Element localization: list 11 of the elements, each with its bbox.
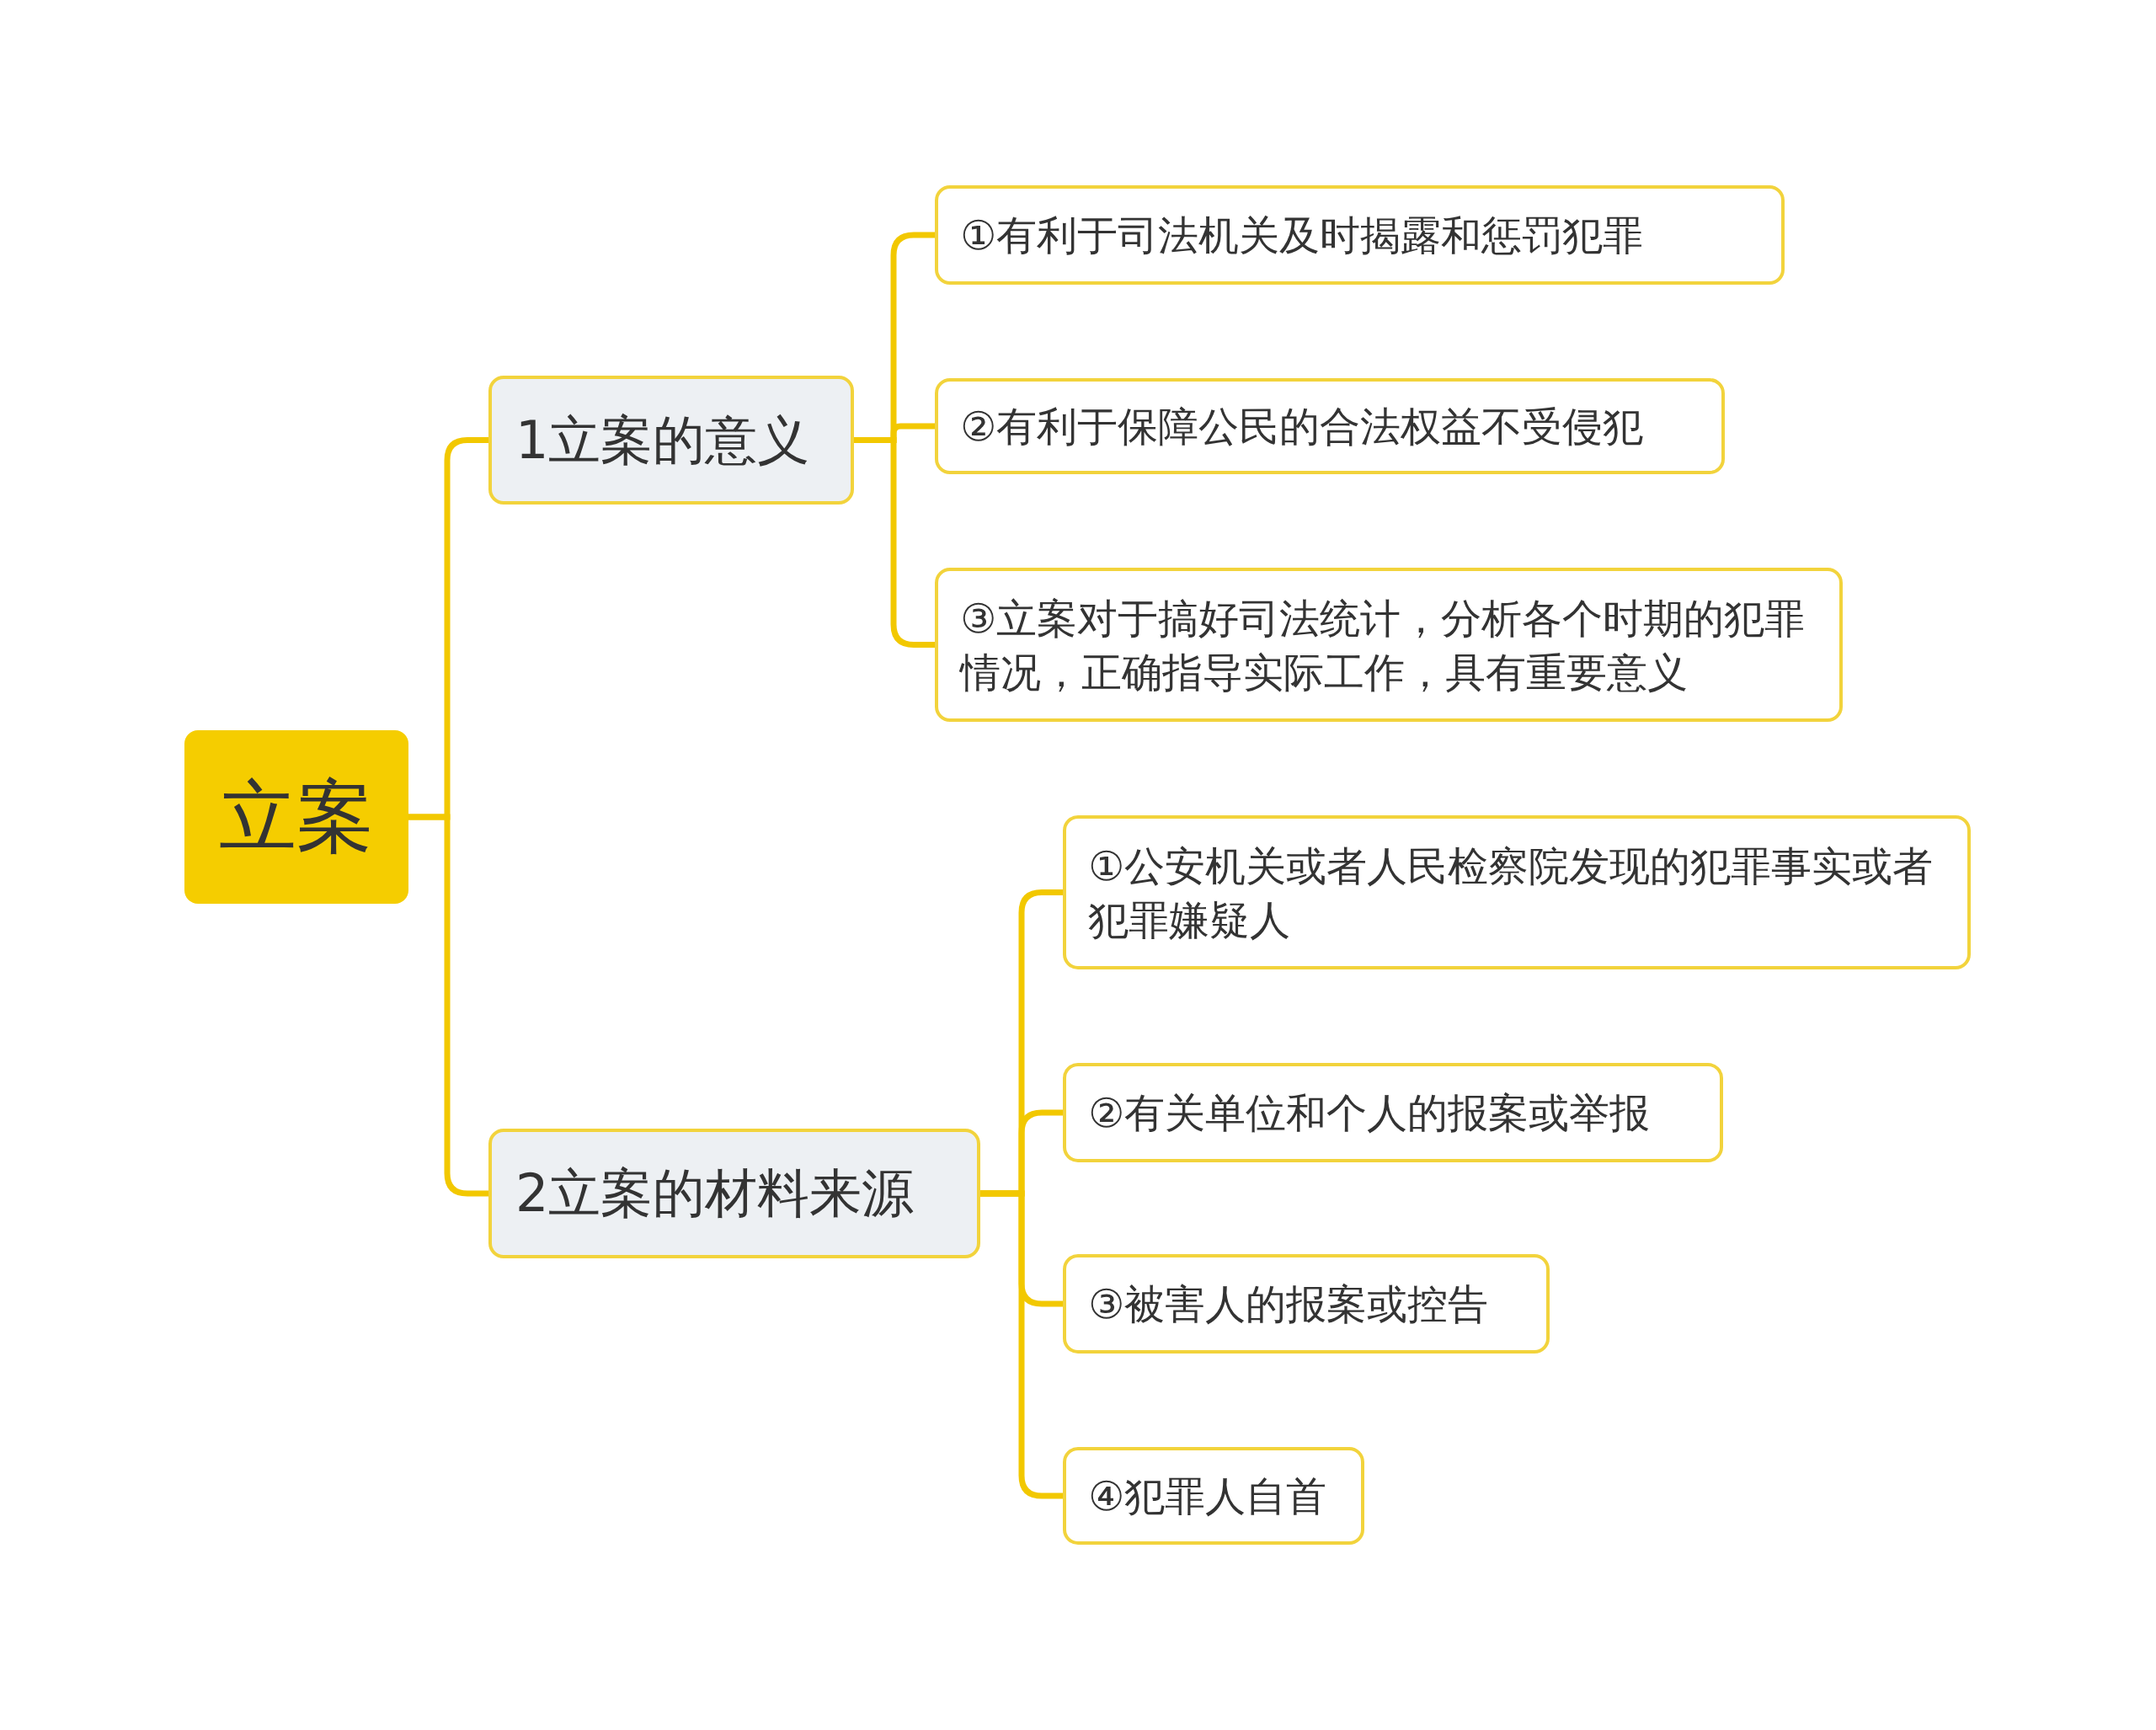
subtopic-box: ①公安机关或者人民检察院发现的犯罪事实或者犯罪嫌疑人 — [1063, 815, 1971, 969]
subtopic-box: ③被害人的报案或控告 — [1063, 1254, 1550, 1354]
topic-box: 1立案的意义 — [488, 376, 854, 505]
root-box: 立案 — [184, 730, 408, 904]
subtopic-box: ④犯罪人自首 — [1063, 1447, 1364, 1545]
subtopic-box: ③立案对于搞好司法统计，分析各个时期的犯罪情况，正确指导实际工作，具有重要意义 — [935, 568, 1843, 722]
subtopic-box: ①有利于司法机关及时揭露和惩罚犯罪 — [935, 185, 1785, 285]
subtopic-box: ②有关单位和个人的报案或举报 — [1063, 1063, 1723, 1162]
topic-box: 2立案的材料来源 — [488, 1129, 980, 1258]
subtopic-box: ②有利于保障公民的合法权益不受侵犯 — [935, 378, 1725, 474]
connector-line — [854, 437, 935, 648]
